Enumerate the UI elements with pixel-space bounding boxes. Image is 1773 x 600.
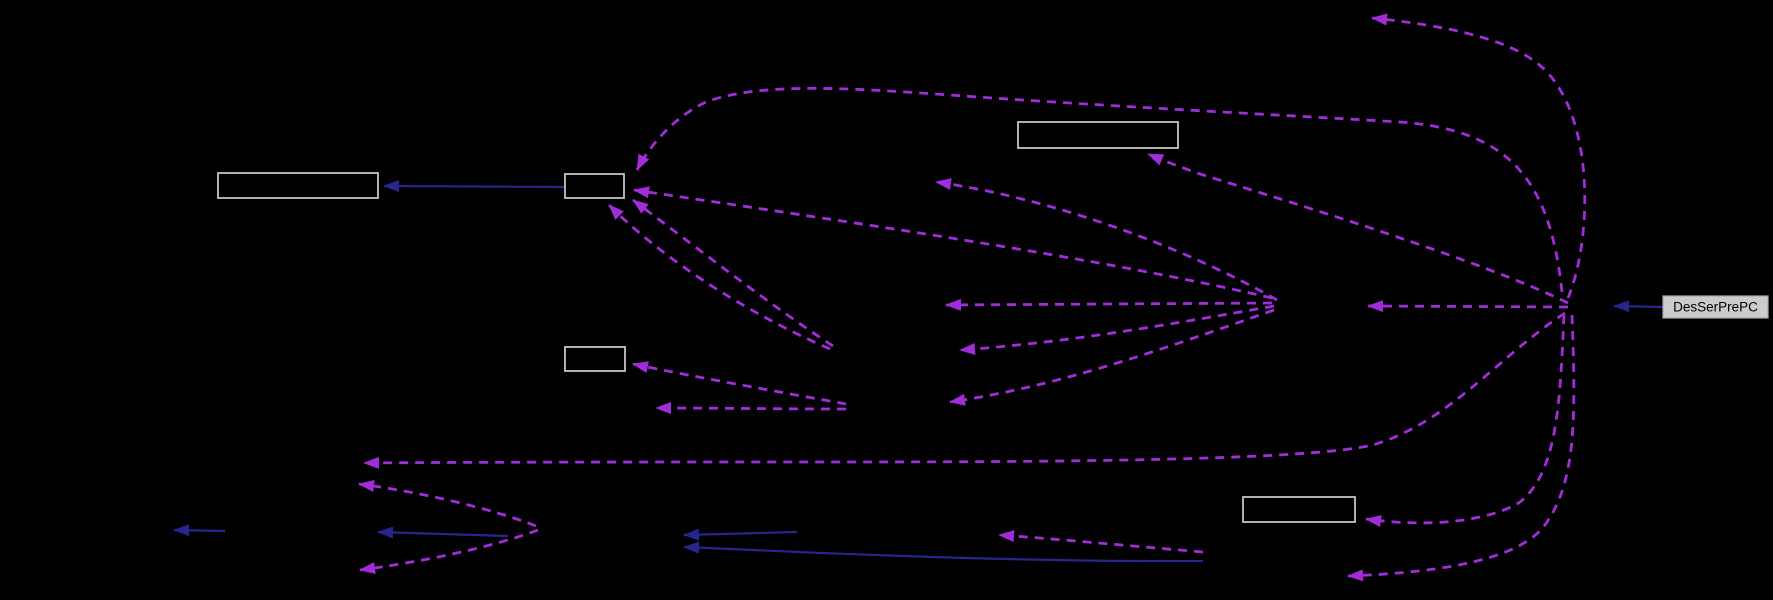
- node-left[interactable]: [217, 172, 379, 199]
- node-bottom[interactable]: [1242, 496, 1356, 523]
- edge-inherit-main: [1613, 300, 1664, 313]
- edge-use-hubA-1: [935, 178, 1278, 302]
- edge-use-loop-outer: [1347, 314, 1576, 582]
- edge-inherit-bottom-b: [683, 541, 1204, 563]
- edge-inherit-far-left: [173, 524, 226, 537]
- edge-use-cluster-up: [358, 480, 537, 528]
- edge-use-long-horiz: [363, 311, 1566, 469]
- edge-use-n1-a: [632, 198, 834, 348]
- edge-use-hubA-3: [959, 304, 1275, 355]
- edge-use-n1-b: [608, 204, 831, 351]
- edge-inherit-left: [383, 180, 566, 193]
- edge-use-top-loop: [1371, 13, 1587, 299]
- edge-use-hubA-2: [945, 298, 1273, 311]
- node-main-label: DesSerPrePC: [1673, 300, 1758, 315]
- edge-inherit-bottom-a: [683, 528, 798, 541]
- node-top[interactable]: [1017, 121, 1179, 149]
- edge-use-loop-inner: [1365, 314, 1566, 528]
- node-main[interactable]: [1662, 295, 1769, 319]
- nodes-layer: DesSerPrePC: [217, 121, 1769, 523]
- edge-inherit-bottom-c: [377, 526, 509, 539]
- edge-use-big-arc: [635, 86, 1564, 293]
- edge-use-hubA-smallbox: [633, 186, 1273, 300]
- node-small-2[interactable]: [564, 346, 626, 372]
- edge-use-hubB-left: [1367, 300, 1569, 313]
- edge-use-bottom-mid: [998, 530, 1204, 554]
- edge-use-cluster-down: [359, 528, 539, 574]
- edges-layer: [173, 13, 1664, 582]
- edge-use-n2-smallbox2: [632, 361, 847, 406]
- edge-use-hubA-4: [949, 308, 1275, 406]
- edge-use-n2-horiz: [655, 402, 847, 415]
- node-small-1[interactable]: [564, 173, 625, 199]
- edge-use-topbox: [1147, 152, 1569, 305]
